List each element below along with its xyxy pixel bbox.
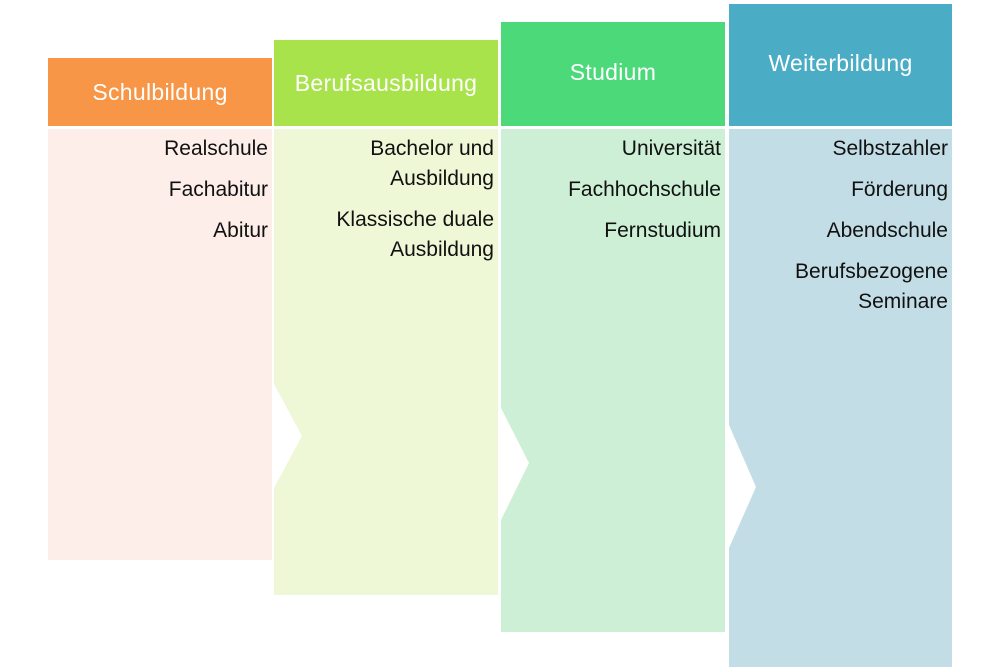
- list-item: Abendschule: [826, 219, 948, 242]
- column-title: Schulbildung: [92, 78, 228, 105]
- column-header-studium: Studium: [501, 22, 725, 126]
- column-header-weiterbildung: Weiterbildung: [729, 4, 952, 126]
- item-list-weiterbildung: Selbstzahler Förderung Abendschule Beruf…: [740, 134, 948, 328]
- list-item: Förderung: [851, 178, 948, 201]
- column-header-schulbildung: Schulbildung: [48, 58, 272, 126]
- list-item: Abitur: [213, 219, 268, 242]
- list-item: Realschule: [164, 137, 268, 160]
- column-body-berufsausbildung: [274, 129, 498, 595]
- item-list-schulbildung: Realschule Fachabitur Abitur: [56, 134, 268, 257]
- list-item: Selbstzahler: [832, 137, 948, 160]
- list-item: Fachabitur: [168, 178, 268, 201]
- list-item: Bachelor und Ausbildung: [370, 137, 494, 190]
- column-title: Weiterbildung: [768, 49, 913, 76]
- list-item: Fachhochschule: [568, 178, 721, 201]
- column-body-schulbildung: [48, 129, 272, 560]
- column-title: Berufsausbildung: [294, 69, 478, 96]
- list-item: Fernstudium: [604, 219, 721, 242]
- column-header-berufsausbildung: Berufsausbildung: [274, 40, 498, 126]
- item-list-berufsausbildung: Bachelor und Ausbildung Klassische duale…: [300, 134, 494, 276]
- column-body-weiterbildung: [729, 129, 952, 667]
- item-list-studium: Universität Fachhochschule Fernstudium: [508, 134, 721, 257]
- column-title: Studium: [569, 58, 657, 85]
- list-item: Universität: [621, 137, 721, 160]
- list-item: Berufsbezogene Seminare: [795, 260, 948, 313]
- list-item: Klassische duale Ausbildung: [336, 208, 494, 261]
- column-body-studium: [501, 129, 725, 632]
